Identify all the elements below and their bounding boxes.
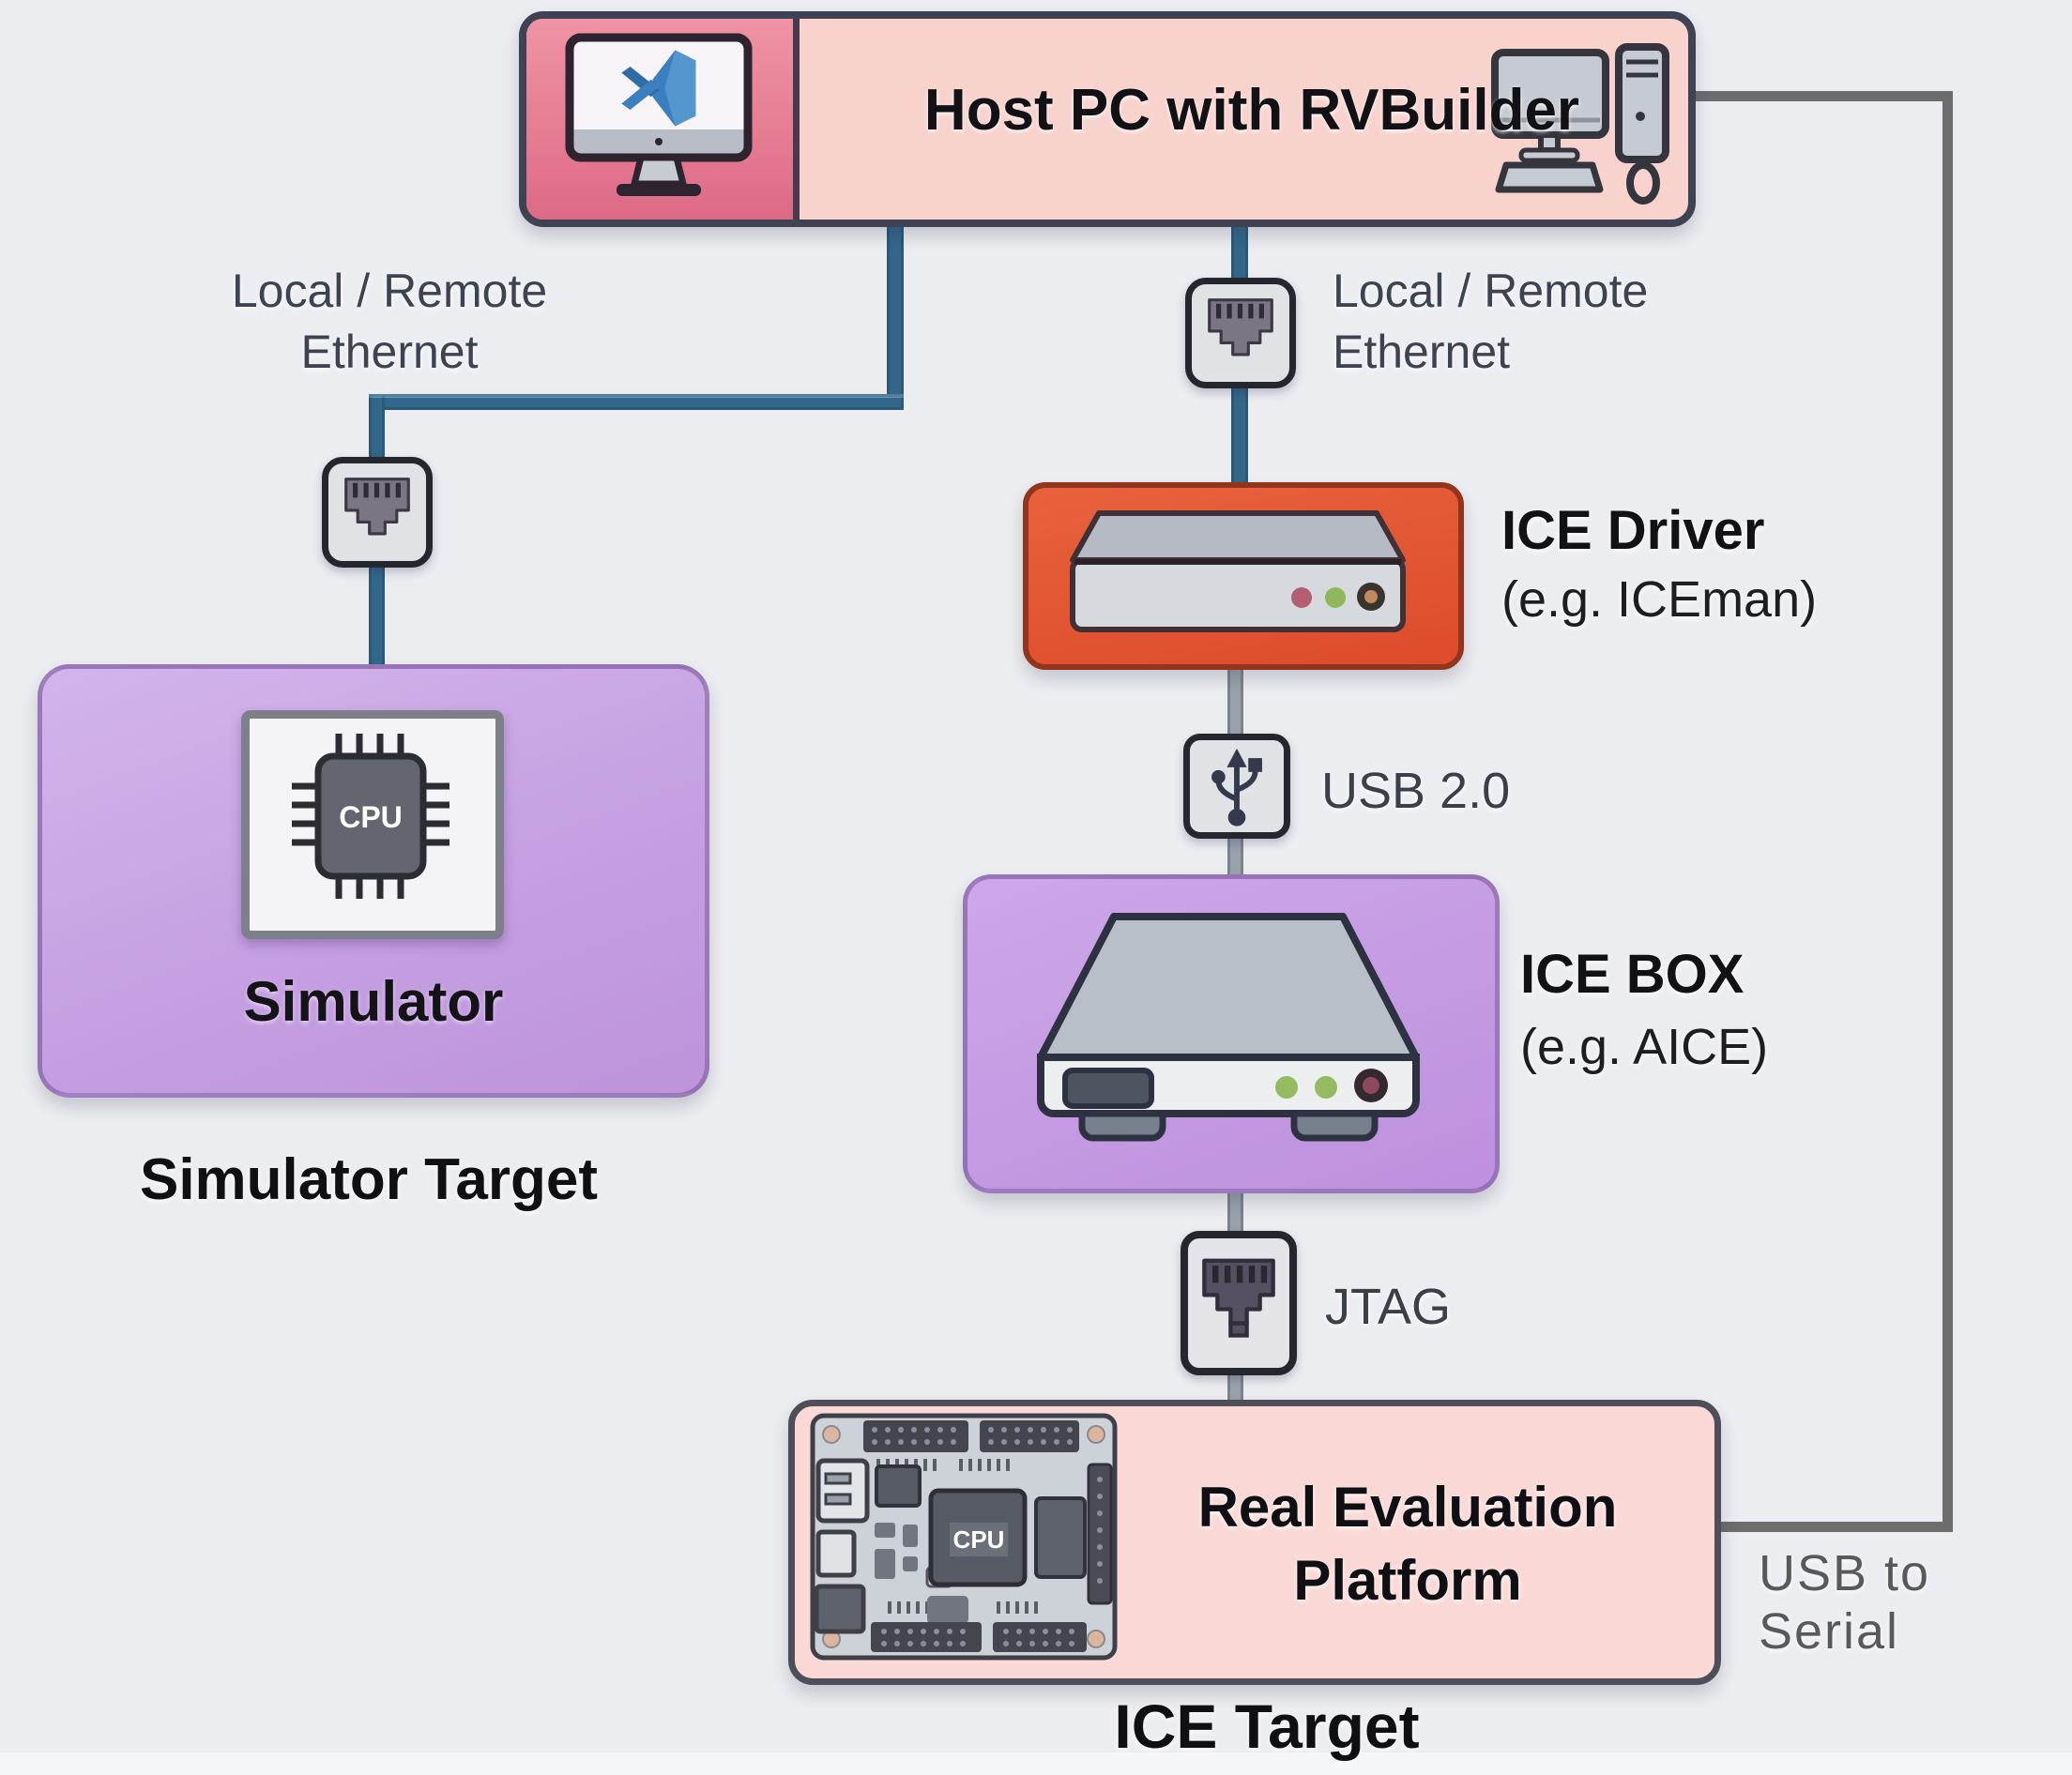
simulator-label: Simulator [243, 970, 504, 1033]
ethernet-line-left-stub [887, 206, 904, 409]
ice-box-title: ICE BOX [1520, 944, 1744, 1005]
desktop-computer-icon [1491, 43, 1669, 205]
ethernet-port-icon-left [322, 457, 433, 568]
vscode-logo [621, 50, 696, 127]
real-eval-title-line2: Platform [1293, 1549, 1522, 1612]
host-accent-panel [526, 19, 800, 220]
left-ethernet-label-line1: Local / Remote [231, 265, 548, 317]
simulator-target-node: CPU Simulator [38, 664, 709, 1098]
bottom-band [0, 1752, 2072, 1775]
usb-serial-line-bottom [1700, 1522, 1953, 1532]
ice-driver-node [1023, 482, 1464, 670]
usb-serial-line-right [1942, 91, 1953, 1532]
cpu-chip-label: CPU [339, 800, 403, 834]
left-ethernet-label-line2: Ethernet [300, 326, 479, 378]
ice-box-subtitle: (e.g. AICE) [1520, 1019, 1769, 1075]
usb-label: USB 2.0 [1321, 763, 1511, 819]
cpu-tile: CPU [241, 710, 504, 939]
board-cpu-label: CPU [953, 1525, 1005, 1554]
real-eval-title: Real Evaluation Platform [1107, 1471, 1708, 1617]
left-ethernet-label: Local / Remote Ethernet [131, 261, 648, 383]
usb-serial-line-top [1676, 91, 1948, 101]
ice-box-node [963, 874, 1500, 1193]
ice-driver-subtitle: (e.g. ICEman) [1501, 571, 1818, 628]
usb-port-icon [1183, 734, 1290, 839]
right-ethernet-label-line2: Ethernet [1333, 326, 1511, 378]
ice-driver-title: ICE Driver [1501, 500, 1765, 561]
vscode-monitor-icon [565, 33, 753, 196]
real-evaluation-platform-node: CPU [788, 1400, 1721, 1685]
right-ethernet-label: Local / Remote Ethernet [1333, 261, 1858, 383]
right-ethernet-label-line1: Local / Remote [1333, 265, 1649, 317]
host-title: Host PC with RVBuilder [923, 78, 1580, 143]
ethernet-port-icon-right [1185, 278, 1296, 388]
ice-target-caption: ICE Target [1114, 1692, 1420, 1761]
ice-driver-device-icon [1070, 510, 1406, 632]
ice-box-device-icon [1037, 913, 1420, 1142]
real-eval-title-line1: Real Evaluation [1197, 1476, 1618, 1539]
usb-to-serial-label: USB to Serial [1759, 1545, 1931, 1660]
jtag-label: JTAG [1325, 1279, 1451, 1335]
evaluation-board-icon: CPU [810, 1413, 1118, 1661]
host-pc-node: Host PC with RVBuilder [519, 11, 1696, 227]
cpu-chip-icon: CPU [292, 734, 449, 899]
simulator-target-caption: Simulator Target [139, 1147, 599, 1212]
ethernet-line-left-horizontal [369, 394, 904, 410]
jtag-port-icon [1181, 1231, 1297, 1375]
